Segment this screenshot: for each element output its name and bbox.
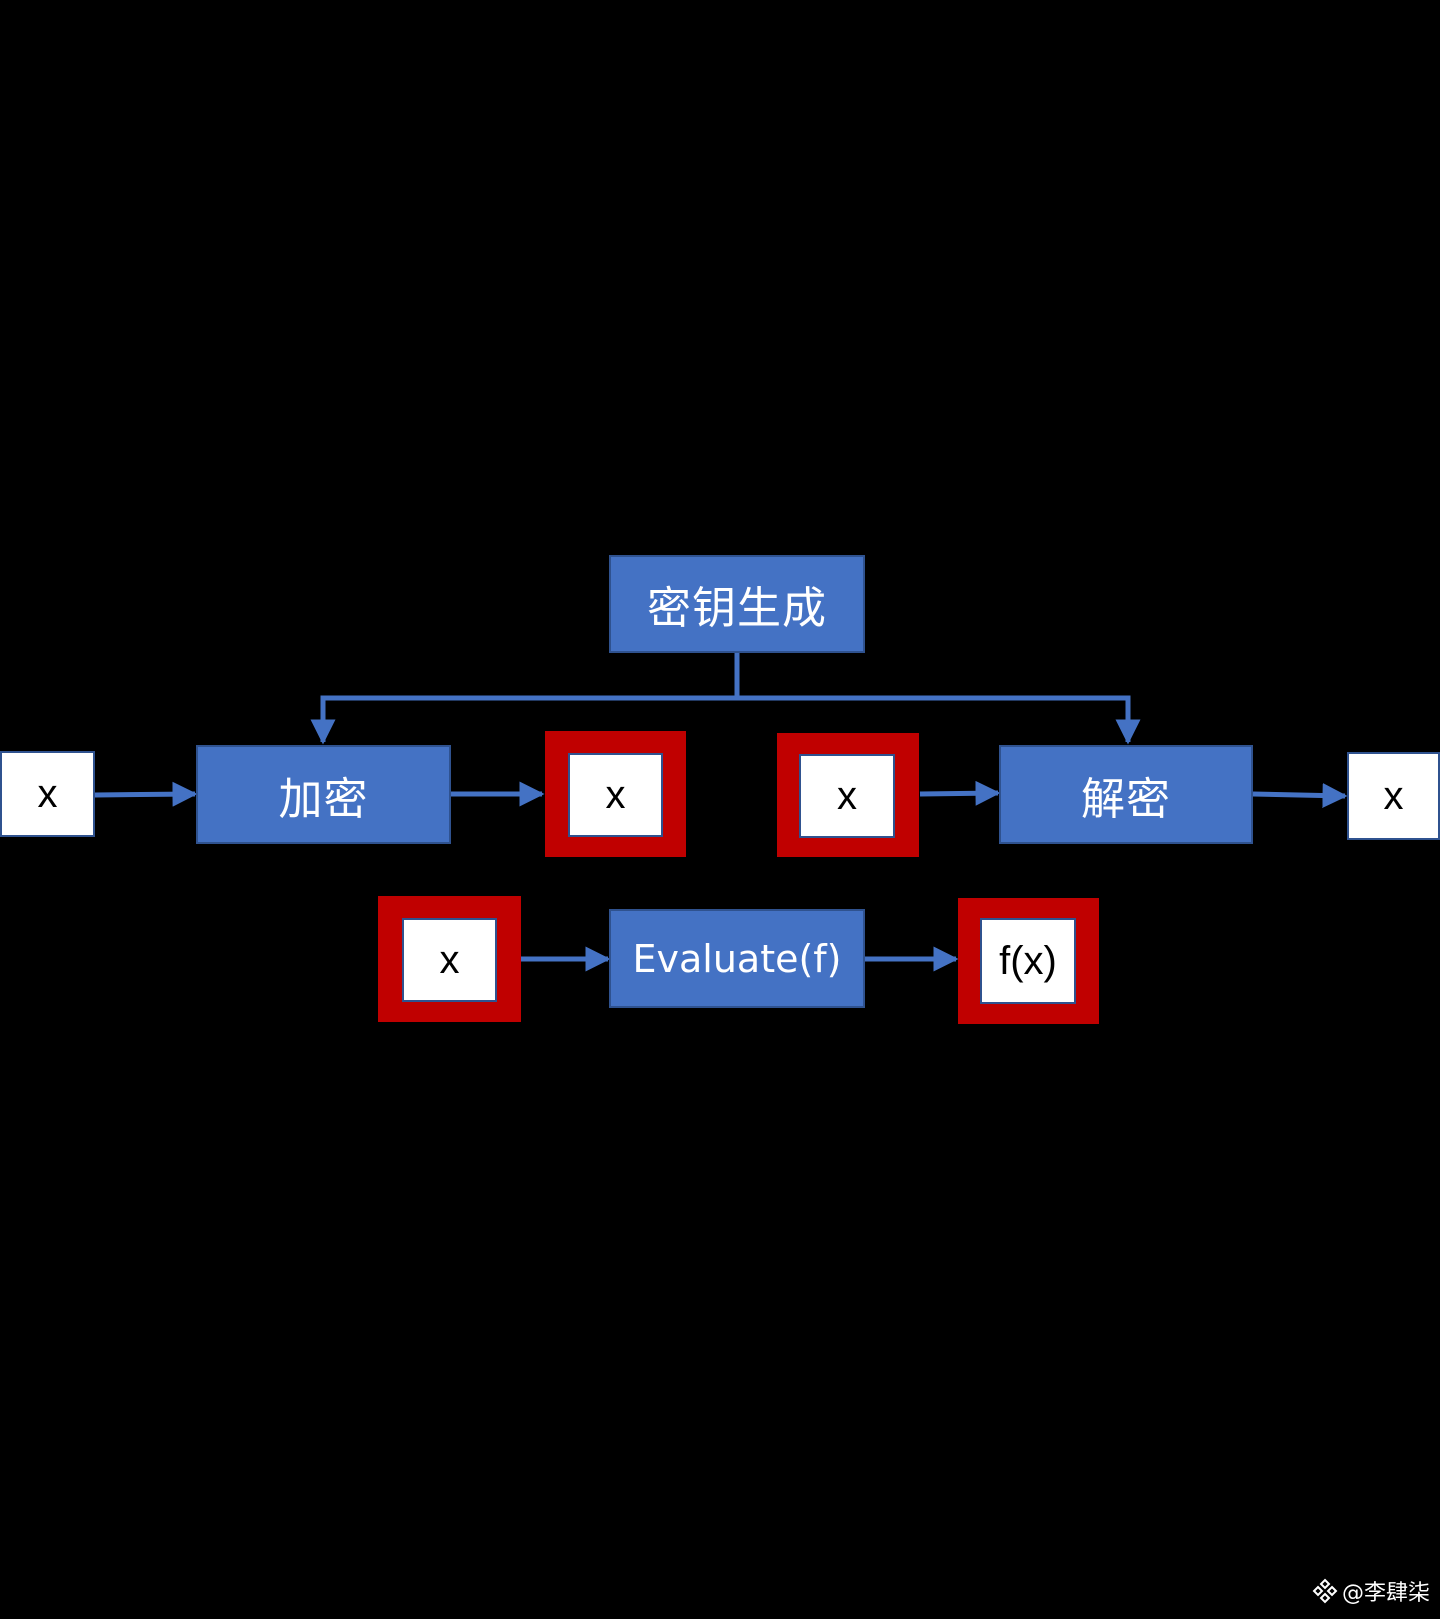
encrypt-box: 加密 — [196, 745, 451, 844]
decrypt-box: 解密 — [999, 745, 1253, 844]
ciphertext-eval-output-box: f(x) — [980, 918, 1076, 1004]
ciphertext-before-decrypt-frame: x — [777, 733, 919, 857]
ciphertext-after-encrypt-label: x — [605, 773, 626, 817]
plaintext-output-box: x — [1347, 752, 1440, 840]
watermark: @李肆柒 — [1312, 1575, 1430, 1607]
keygen-to-encrypt-arrow — [310, 695, 737, 745]
plaintext-to-encrypt-arrow — [94, 781, 198, 807]
ciphertext-after-encrypt-frame: x — [545, 731, 686, 857]
ciphertext-eval-output-label: f(x) — [999, 939, 1057, 983]
ciphertext-to-decrypt-arrow — [919, 780, 1001, 806]
ciphertext-eval-input-label: x — [439, 938, 460, 982]
key-generation-box: 密钥生成 — [609, 555, 865, 653]
ciphertext-before-decrypt-label: x — [837, 774, 857, 818]
evaluate-label: Evaluate(f) — [632, 936, 842, 981]
key-generation-label: 密钥生成 — [647, 583, 827, 634]
decrypt-label: 解密 — [1081, 773, 1171, 825]
plaintext-output-label: x — [1383, 774, 1404, 818]
evaluate-box: Evaluate(f) — [609, 909, 865, 1008]
decrypt-to-plaintext-arrow — [1252, 783, 1348, 809]
ciphertext-before-decrypt-box: x — [799, 754, 895, 838]
ciphertext-after-encrypt-box: x — [568, 753, 663, 837]
plaintext-input-label: x — [37, 772, 58, 816]
ciphertext-eval-input-box: x — [402, 918, 497, 1002]
ciphertext-eval-input-frame: x — [378, 896, 521, 1022]
watermark-text: @李肆柒 — [1341, 1581, 1430, 1606]
plaintext-input-box: x — [0, 751, 95, 837]
diamond-logo-icon — [1312, 1578, 1338, 1604]
ciphertext-eval-output-frame: f(x) — [958, 898, 1099, 1024]
encrypt-label: 加密 — [278, 773, 369, 825]
keygen-to-decrypt-arrow — [737, 695, 1141, 745]
